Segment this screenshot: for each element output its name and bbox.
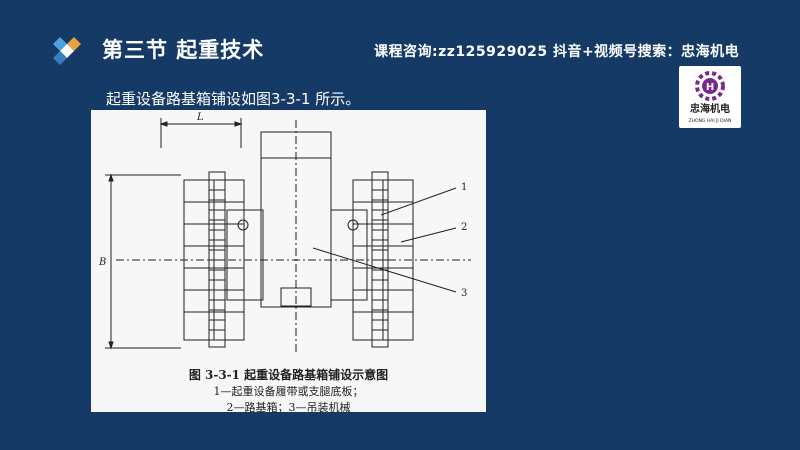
brand-subtext: ZHONG HAI JI DIAN [689, 118, 732, 124]
dim-label-b: B [98, 257, 106, 268]
figure-caption-line1: 1—起重设备履带或支腿底板； [213, 385, 364, 398]
brand-logo: H 忠海机电 ZHONG HAI JI DIAN [679, 66, 741, 128]
callout-2: 2 [461, 222, 467, 233]
dim-label-l: L [196, 112, 204, 123]
callout-1: 1 [461, 182, 467, 193]
figure-caption-line2: 2—路基箱；3—吊装机械 [226, 401, 351, 414]
figure-caption-title: 图 3-3-1 起重设备路基箱铺设示意图 [188, 368, 389, 382]
roadbed-box-diagram: L B 1 2 3 [98, 112, 471, 355]
gear-icon: H 忠海机电 ZHONG HAI JI DIAN [689, 71, 732, 124]
svg-text:H: H [706, 82, 714, 93]
figure-intro: 起重设备路基箱铺设如图3-3-1 所示。 [106, 90, 361, 108]
brand-name: 忠海机电 [690, 102, 730, 115]
callout-3: 3 [461, 288, 467, 299]
contact-info: 课程咨询:zz125929025 抖音+视频号搜索：忠海机电 [374, 44, 740, 60]
figure: L B 1 2 3 图 3-3-1 起重设备路基箱铺设示意图 1—起重设备履带或… [91, 110, 486, 414]
section-title: 第三节 起重技术 [102, 38, 265, 62]
logo-icon [53, 37, 81, 65]
